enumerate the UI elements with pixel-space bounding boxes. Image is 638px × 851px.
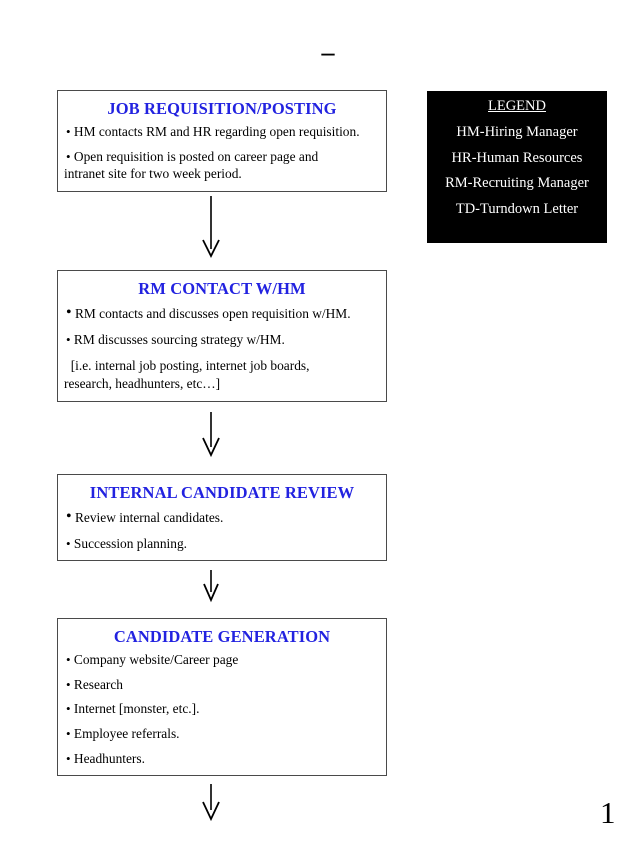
bullet-dot-icon: • [66, 331, 71, 347]
bullet-dot-icon: • [66, 701, 71, 717]
arrow-rm-contact-to-internal [202, 412, 220, 458]
bullet-text: RM discusses sourcing strategy w/HM. [73, 331, 285, 347]
bullet-dot-icon: • [66, 535, 71, 551]
bullet-text: Company website/Career page [73, 652, 239, 668]
top-dash-marker: – [321, 38, 335, 67]
bullet-item: • Headhunters. [64, 750, 380, 768]
bullet-item: • RM contacts and discusses open requisi… [64, 303, 380, 323]
bullet-text: Research [73, 676, 123, 692]
bullet-continuation-text: research, headhunters, etc…] [64, 376, 221, 392]
bullet-item: • Internet [monster, etc.]. [64, 700, 380, 718]
bullet-dot-icon: • [66, 148, 71, 164]
arrow-generation-to-next [202, 784, 220, 822]
process-box-internal-candidate-review[interactable]: INTERNAL CANDIDATE REVIEW • Review inter… [57, 474, 387, 562]
bullet-item: • HM contacts RM and HR regarding open r… [64, 123, 380, 141]
bullet-continuation-text: [i.e. internal job posting, internet job… [64, 358, 310, 374]
box-title-candidate-generation: CANDIDATE GENERATION [113, 627, 331, 646]
box-title-rm-contact-with-hm: RM CONTACT W/HM [138, 279, 306, 298]
arrow-internal-to-generation [203, 570, 219, 603]
legend-item-hm: HM-Hiring Manager [456, 124, 578, 141]
bullet-item: • Research [64, 676, 380, 694]
bullet-item: • Employee referrals. [64, 725, 380, 743]
bullet-dot-icon: • [66, 652, 71, 668]
legend-item-rm: RM-Recruiting Manager [445, 175, 589, 192]
bullet-item: • Open requisition is posted on career p… [64, 148, 380, 166]
bullet-continuation-text: intranet site for two week period. [64, 166, 242, 182]
legend-item-td: TD-Turndown Letter [455, 200, 579, 217]
page-number: 1 [600, 795, 616, 830]
bullet-item: • Company website/Career page [64, 651, 380, 669]
process-box-job-requisition-posting[interactable]: JOB REQUISITION/POSTING • HM contacts RM… [57, 90, 387, 192]
bullet-text: Open requisition is posted on career pag… [73, 148, 319, 164]
bullet-text: Succession planning. [73, 535, 187, 551]
bullet-item: • Review internal candidates. [64, 507, 380, 527]
bullet-dot-icon: • [66, 124, 71, 140]
bullet-text: Headhunters. [73, 750, 145, 766]
process-box-candidate-generation[interactable]: CANDIDATE GENERATION • Company website/C… [57, 618, 387, 777]
legend-box: LEGEND HM-Hiring Manager HR-Human Resour… [427, 91, 607, 243]
bullet-text: Employee referrals. [73, 726, 180, 741]
box-title-internal-candidate-review: INTERNAL CANDIDATE REVIEW [89, 483, 355, 502]
process-box-rm-contact-with-hm[interactable]: RM CONTACT W/HM • RM contacts and discus… [57, 270, 387, 402]
legend-item-hr: HR-Human Resources [451, 149, 583, 166]
bullet-dot-icon: • [66, 304, 72, 322]
bullet-dot-icon: • [66, 676, 71, 692]
bullet-item: • Succession planning. [64, 535, 380, 553]
bullet-dot-icon: • [66, 508, 72, 526]
arrow-requisition-to-rm-contact [202, 196, 220, 259]
bullet-dot-icon: • [66, 726, 71, 741]
bullet-text: HM contacts RM and HR regarding open req… [73, 124, 360, 140]
bullet-text: RM contacts and discusses open requisiti… [74, 306, 351, 322]
box-title-job-requisition-posting: JOB REQUISITION/POSTING [107, 99, 337, 118]
bullet-text: Review internal candidates. [74, 510, 224, 526]
legend-title: LEGEND [488, 98, 546, 114]
bullet-dot-icon: • [66, 750, 71, 766]
bullet-item: • RM discusses sourcing strategy w/HM. [64, 331, 380, 349]
bullet-text: Internet [monster, etc.]. [73, 701, 200, 717]
